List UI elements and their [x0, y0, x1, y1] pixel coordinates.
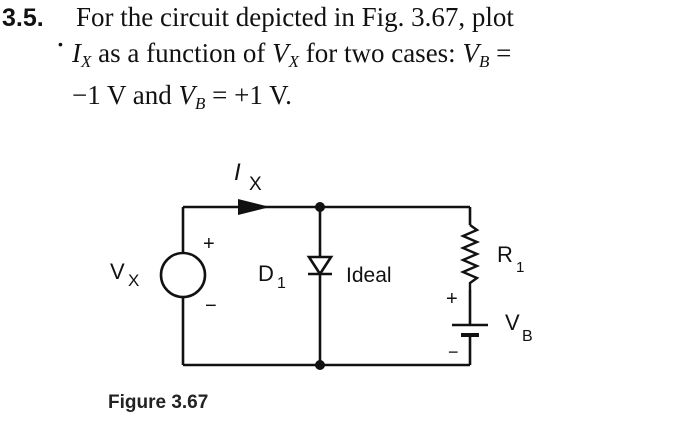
- resistor-icon: [459, 224, 481, 290]
- var-i: I: [72, 38, 81, 68]
- current-arrow-icon: [238, 199, 270, 215]
- junction-dot-top: [315, 202, 325, 212]
- text-eq: =: [489, 38, 512, 68]
- battery-label-sub: B: [522, 328, 533, 345]
- battery-icon: [452, 323, 488, 337]
- figure-caption: Figure 3.67: [108, 392, 209, 413]
- var-vb2: V: [178, 80, 195, 110]
- text-case2: = +1 V.: [205, 80, 292, 110]
- var-v: V: [272, 38, 289, 68]
- voltage-source-icon: [159, 251, 207, 299]
- resistor-label: R: [497, 242, 513, 267]
- resistor-label-sub: 1: [516, 259, 524, 276]
- var-vb: V: [462, 38, 479, 68]
- text-case1: −1 V and: [72, 80, 179, 110]
- diode-label: D: [258, 261, 274, 286]
- battery-label: V: [505, 310, 520, 335]
- diode-ideal-note: Ideal: [346, 264, 392, 287]
- diode-label-sub: 1: [277, 275, 286, 292]
- current-label: I: [234, 159, 241, 186]
- source-label-sub: X: [128, 271, 139, 290]
- problem-number: 3.5.: [2, 4, 44, 32]
- sub-b2: B: [194, 94, 206, 113]
- battery-plus: +: [446, 288, 458, 310]
- sub-x2: X: [288, 52, 299, 71]
- junction-dot-bottom: [315, 360, 325, 370]
- diode-icon: [306, 255, 334, 277]
- problem-line-1: For the circuit depicted in Fig. 3.67, p…: [76, 2, 514, 32]
- problem-line-2: IX as a function of VX for two cases: VB…: [72, 38, 511, 72]
- text-cases: for two cases:: [298, 38, 463, 68]
- problem-line-3: −1 V and VB = +1 V.: [72, 80, 292, 114]
- sub-b: B: [478, 52, 490, 71]
- sub-x: X: [81, 52, 92, 71]
- pen-mark: •: [58, 36, 63, 52]
- circuit-wires: [181, 205, 472, 367]
- text-fn: as a function of: [91, 38, 273, 68]
- source-plus: +: [203, 233, 215, 255]
- source-minus: −: [205, 295, 217, 317]
- source-label: V: [110, 259, 125, 284]
- battery-minus: −: [448, 342, 459, 362]
- current-label-sub: X: [249, 174, 262, 195]
